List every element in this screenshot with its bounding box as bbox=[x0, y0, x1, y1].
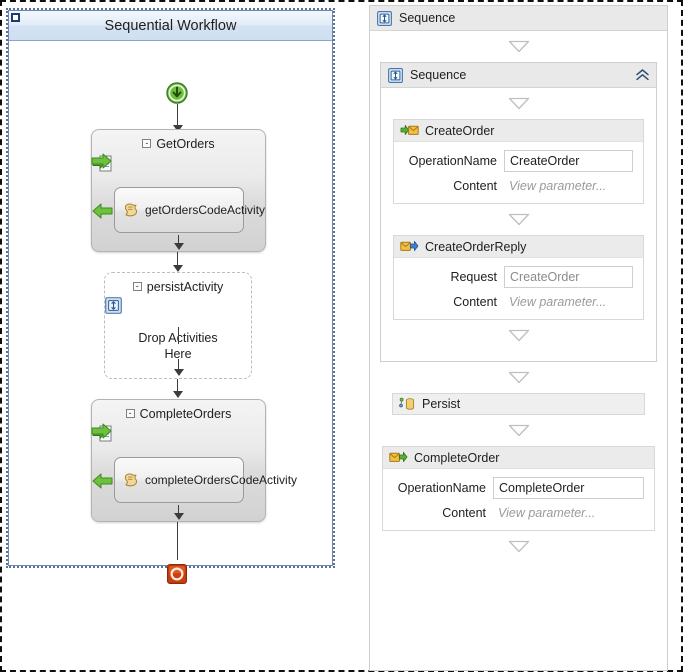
sequence-icon bbox=[388, 67, 403, 83]
connector-line bbox=[178, 235, 179, 246]
connector-arrow bbox=[173, 391, 183, 398]
activity-get-orders-title: -GetOrders bbox=[92, 130, 265, 151]
activity-persist-bar[interactable]: Persist bbox=[392, 393, 645, 415]
wf4-designer-panel[interactable]: Sequence Sequence bbox=[369, 5, 668, 671]
property-row: OperationName CreateOrder bbox=[400, 150, 633, 172]
property-row: Content View parameter... bbox=[389, 506, 644, 520]
activity-get-orders-code[interactable]: getOrdersCodeActivity bbox=[114, 187, 265, 233]
expander-icon[interactable]: - bbox=[132, 282, 142, 292]
operation-name-input[interactable]: CreateOrder bbox=[504, 150, 633, 172]
content-view-parameter-link[interactable]: View parameter... bbox=[509, 179, 607, 193]
persist-icon bbox=[399, 397, 415, 411]
operation-name-input[interactable]: CompleteOrder bbox=[493, 477, 644, 499]
property-label: Content bbox=[453, 295, 497, 309]
root-sequence-title: Sequence bbox=[399, 11, 456, 25]
connector-line bbox=[178, 327, 179, 344]
expander-icon[interactable]: - bbox=[125, 409, 135, 419]
inner-sequence[interactable]: Sequence bbox=[380, 62, 657, 362]
start-arrow-icon[interactable] bbox=[166, 82, 188, 104]
drop-target-triangle-icon[interactable] bbox=[381, 204, 656, 235]
activity-create-order-title: CreateOrder bbox=[425, 123, 495, 138]
inner-sequence-body: CreateOrder OperationName CreateOrder Co… bbox=[381, 88, 656, 361]
property-label: Content bbox=[442, 506, 486, 520]
chevron-up-icon[interactable] bbox=[635, 69, 650, 81]
send-reply-message-icon bbox=[400, 240, 419, 253]
inner-sequence-header[interactable]: Sequence bbox=[381, 63, 656, 88]
connector-line bbox=[178, 505, 179, 516]
receive-bookmark-arrow-icon bbox=[91, 423, 113, 439]
root-sequence-header[interactable]: Sequence bbox=[370, 6, 667, 31]
reply-bookmark-arrow-icon bbox=[91, 203, 113, 219]
content-view-parameter-link[interactable]: View parameter... bbox=[509, 295, 607, 309]
inner-sequence-title: Sequence bbox=[410, 68, 467, 82]
activity-persist-title: Persist bbox=[422, 397, 461, 411]
connector-arrow bbox=[174, 513, 184, 520]
receive-bookmark-arrow-icon bbox=[91, 153, 113, 169]
activity-complete-order-body: OperationName CompleteOrder Content View… bbox=[383, 469, 654, 530]
expander-icon[interactable]: - bbox=[142, 139, 152, 149]
drop-target-triangle-icon[interactable] bbox=[381, 88, 656, 119]
activity-label: completeOrdersCodeActivity bbox=[145, 472, 298, 487]
selection-handle[interactable] bbox=[11, 13, 20, 22]
connector-line bbox=[177, 522, 178, 560]
activity-complete-order[interactable]: CompleteOrder OperationName CompleteOrde… bbox=[382, 446, 655, 531]
activity-create-order-body: OperationName CreateOrder Content View p… bbox=[394, 142, 643, 203]
sequential-workflow-designer[interactable]: Sequential Workflow -GetOrders bbox=[6, 8, 335, 584]
activity-create-order-reply-header[interactable]: CreateOrderReply bbox=[394, 236, 643, 258]
property-label: Content bbox=[453, 179, 497, 193]
activity-complete-orders-code[interactable]: completeOrdersCodeActivity bbox=[114, 457, 297, 503]
property-row: OperationName CompleteOrder bbox=[389, 477, 644, 499]
connector-line bbox=[177, 252, 178, 270]
activity-create-order-reply-body: Request CreateOrder Content View paramet… bbox=[394, 258, 643, 319]
content-view-parameter-link[interactable]: View parameter... bbox=[498, 506, 596, 520]
workflow-title: Sequential Workflow bbox=[9, 11, 332, 41]
connector-arrow bbox=[173, 125, 183, 132]
activity-complete-orders-title: -CompleteOrders bbox=[92, 400, 265, 421]
property-label: OperationName bbox=[397, 481, 486, 495]
property-label: OperationName bbox=[408, 154, 497, 168]
drop-target-triangle-icon[interactable] bbox=[370, 415, 667, 446]
receive-message-icon bbox=[400, 124, 419, 137]
connector-arrow bbox=[174, 369, 184, 376]
code-activity-icon bbox=[123, 472, 139, 488]
activity-label: getOrdersCodeActivity bbox=[145, 202, 266, 217]
activity-get-orders[interactable]: -GetOrders bbox=[91, 129, 266, 252]
stop-icon[interactable] bbox=[167, 564, 187, 584]
property-row: Content View parameter... bbox=[400, 179, 633, 193]
property-label: Request bbox=[450, 270, 497, 284]
workflow-canvas[interactable]: -GetOrders bbox=[9, 41, 332, 584]
activity-create-order-reply[interactable]: CreateOrderReply Request CreateOrder Con… bbox=[393, 235, 644, 320]
connector-arrow bbox=[174, 243, 184, 250]
drop-target-triangle-icon[interactable] bbox=[370, 531, 667, 562]
activity-complete-order-title: CompleteOrder bbox=[414, 450, 500, 465]
property-row: Request CreateOrder bbox=[400, 266, 633, 288]
drop-target-triangle-icon[interactable] bbox=[370, 31, 667, 62]
request-input[interactable]: CreateOrder bbox=[504, 266, 633, 288]
reply-bookmark-arrow-icon bbox=[91, 473, 113, 489]
activity-create-order-reply-title: CreateOrderReply bbox=[425, 239, 527, 254]
activity-complete-orders[interactable]: -CompleteOrders bbox=[91, 399, 297, 522]
receive-activity-icon bbox=[92, 155, 265, 172]
drop-target-triangle-icon[interactable] bbox=[381, 320, 656, 351]
wf4-body: Sequence bbox=[370, 31, 667, 562]
activity-create-order-header[interactable]: CreateOrder bbox=[394, 120, 643, 142]
sequence-icon bbox=[377, 10, 392, 26]
property-row: Content View parameter... bbox=[400, 295, 633, 309]
connector-line bbox=[177, 104, 178, 129]
activity-complete-order-header[interactable]: CompleteOrder bbox=[383, 447, 654, 469]
activity-persist-title: -persistActivity bbox=[105, 273, 251, 294]
receive-message-green-icon bbox=[389, 451, 408, 464]
connector-arrow bbox=[173, 265, 183, 272]
activity-create-order[interactable]: CreateOrder OperationName CreateOrder Co… bbox=[393, 119, 644, 204]
receive-activity-icon bbox=[92, 425, 265, 442]
connector-line bbox=[177, 379, 178, 397]
connector-line bbox=[178, 359, 179, 372]
persist-activity-icon bbox=[105, 297, 251, 314]
drop-target-triangle-icon[interactable] bbox=[370, 362, 667, 393]
code-activity-icon bbox=[123, 202, 139, 218]
